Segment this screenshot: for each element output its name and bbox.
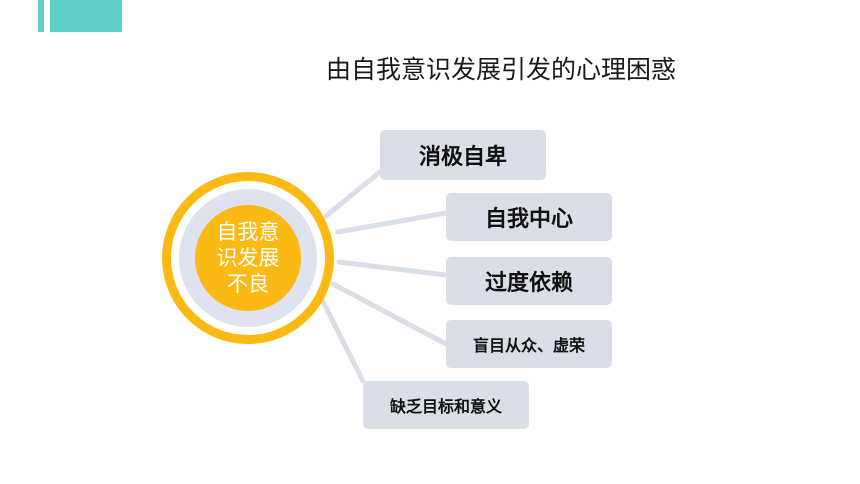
hub-outer-ring (162, 172, 334, 344)
accent-bar-wide (50, 0, 122, 32)
branch-box: 消极自卑 (380, 130, 546, 180)
connector-line (336, 259, 449, 278)
branch-label: 盲目从众、虚荣 (472, 336, 585, 355)
connector-line (330, 281, 449, 347)
connector-line (319, 297, 366, 384)
branch-box: 过度依赖 (446, 257, 612, 305)
branch-label: 自我中心 (484, 207, 573, 232)
branch-box: 自我中心 (446, 193, 612, 241)
branch-label: 缺乏目标和意义 (389, 397, 502, 416)
branch-box: 盲目从众、虚荣 (446, 320, 612, 368)
branch-label: 过度依赖 (484, 271, 573, 296)
branch-label: 消极自卑 (418, 145, 507, 170)
branch-box: 缺乏目标和意义 (363, 381, 529, 429)
connector-line (323, 169, 383, 219)
hub-label: 自我意识发展不良 (216, 220, 280, 296)
slide-title: 由自我意识发展引发的心理困惑 (326, 55, 677, 84)
hub-core: 自我意识发展不良 (195, 205, 301, 311)
connector-line (335, 210, 449, 235)
accent-bar-thin (38, 0, 44, 32)
